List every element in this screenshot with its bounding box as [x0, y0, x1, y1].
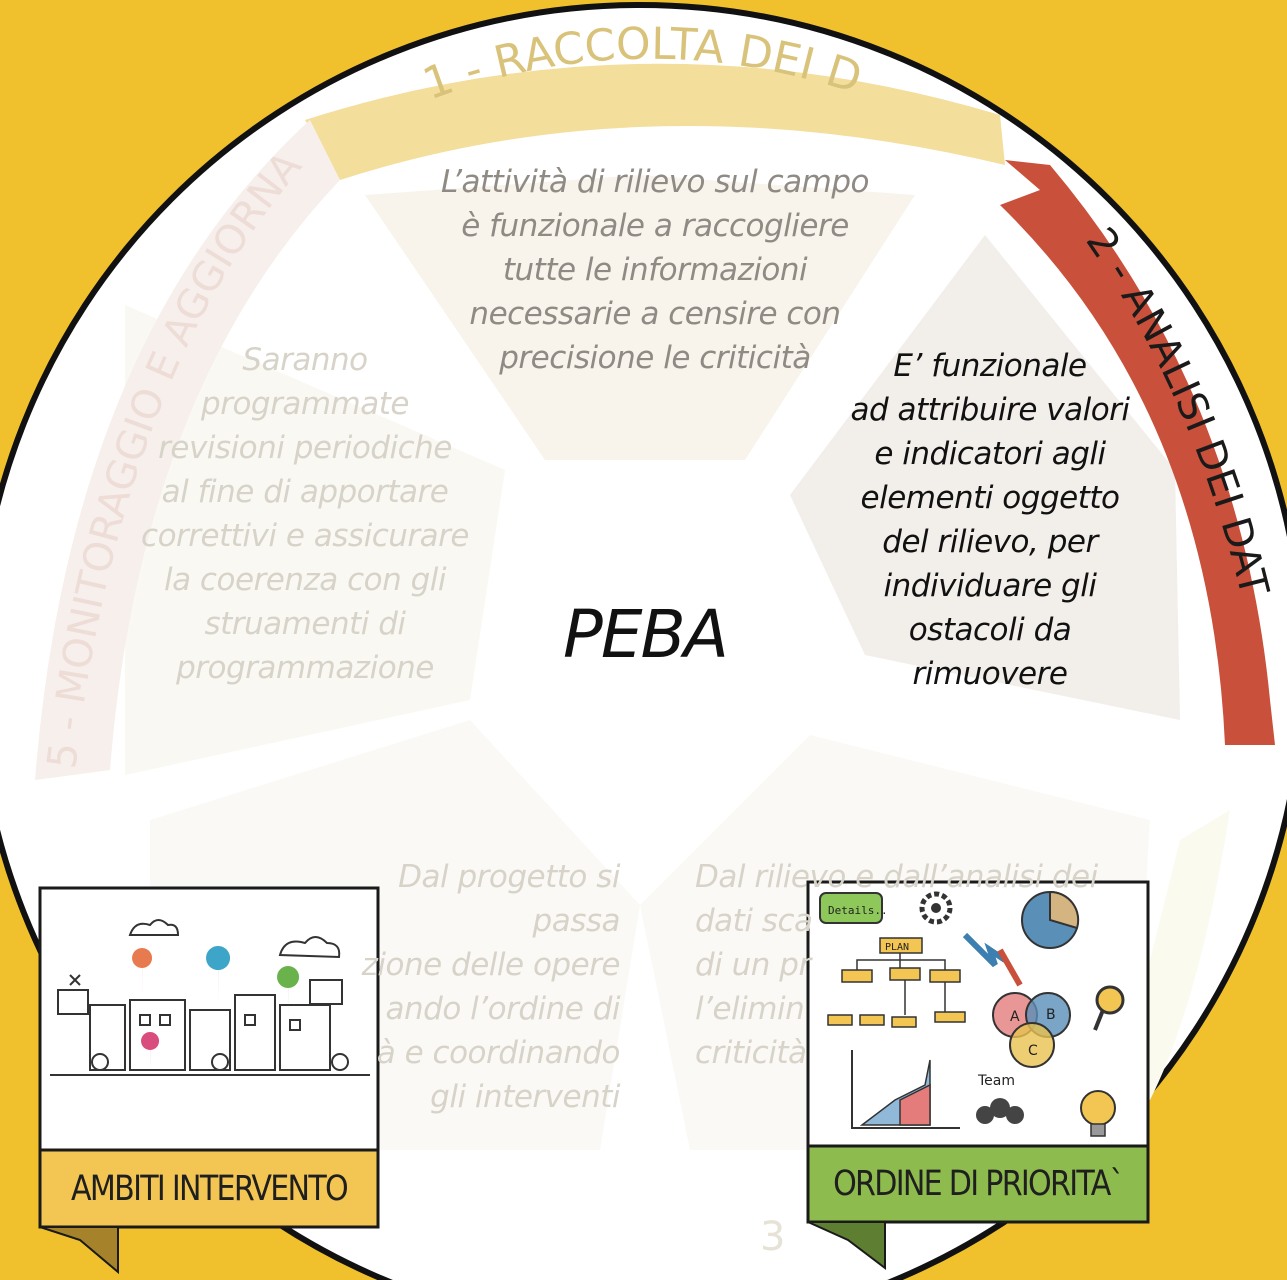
segment-raccolta — [365, 175, 915, 460]
planning-doodles-icon: Details.. PLAN A B C Team — [819, 890, 1125, 1137]
phase4-line: gli interventi — [430, 1079, 620, 1115]
phase4-line: ando l’ordine di — [385, 991, 621, 1027]
venn-label-b: B — [1046, 1007, 1056, 1023]
phase3-description: Dal rilievo e dall’analisi dei dati sca … — [695, 855, 1115, 1075]
phase5-line: la coerenza con gli — [163, 562, 447, 598]
phase5-line: struamenti di — [204, 606, 406, 642]
phase2-line: e indicatori agli — [874, 436, 1106, 472]
phase1-line: è funzionale a raccogliere — [461, 208, 849, 244]
ambiti-card-label: AMBITI INTERVENTO — [71, 1168, 349, 1209]
magnifier-icon — [1095, 985, 1125, 1015]
plan-box-text: PLAN — [885, 942, 909, 953]
venn-label-c: C — [1028, 1043, 1038, 1059]
ambiti-label-bg — [38, 1148, 380, 1229]
details-bubble-text: Details.. — [828, 904, 888, 917]
phase2-line: E’ funzionale — [893, 348, 1087, 384]
phase1-line: necessarie a censire con — [469, 296, 841, 332]
phase2-description: E’ funzionale ad attribuire valori e ind… — [840, 344, 1140, 696]
phase3-line: di un pr — [695, 947, 811, 983]
phase3-line: Dal rilievo e dall’analisi dei — [695, 859, 1098, 895]
center-title: PEBA — [563, 596, 729, 673]
phase5-line: programmazione — [176, 650, 434, 686]
phase5-line: al fine di apportare — [161, 474, 449, 510]
phase2-line: individuare gli — [883, 568, 1097, 604]
phase2-line: elementi oggetto — [860, 480, 1120, 516]
city-sketch-icon — [50, 919, 370, 1076]
phase5-description: Saranno programmate revisioni periodiche… — [140, 338, 470, 690]
team-people-icon — [990, 1098, 1010, 1118]
phase4-line: Dal progetto si passa — [398, 859, 620, 939]
phase3-line: l’elimin — [695, 991, 805, 1027]
team-label: Team — [977, 1073, 1015, 1089]
gear-icon — [919, 891, 953, 925]
phase4-description: Dal progetto si passa zione delle opere … — [310, 855, 621, 1119]
phase2-line: rimuovere — [912, 656, 1068, 692]
phase2-band — [1000, 160, 1275, 745]
phase1-band — [305, 63, 1005, 180]
phase5-band — [35, 120, 340, 780]
phase3-line: dati sca — [695, 903, 813, 939]
phase3-line: criticità — [695, 1035, 807, 1071]
phase5-line: programmate — [201, 386, 409, 422]
phase3-label: 3 — [760, 1214, 785, 1260]
ambiti-ribbon-tail — [39, 1226, 119, 1275]
phase2-line: del rilievo, per — [882, 524, 1098, 560]
phase4-line: zione delle opere — [361, 947, 621, 983]
phase5-line: Saranno — [242, 342, 368, 378]
priorita-ribbon-tail — [807, 1221, 886, 1271]
priorita-card-label: ORDINE DI PRIORITA` — [833, 1164, 1125, 1204]
phase4-line: à e coordinando — [376, 1035, 621, 1071]
map-pin-icons — [132, 946, 300, 1072]
phase5-line: correttivi e assicurare — [141, 518, 469, 554]
phase1-line: L’attività di rilievo sul campo — [440, 164, 870, 200]
priorita-label-bg — [806, 1144, 1150, 1224]
center-hub — [520, 520, 760, 760]
venn-label-a: A — [1010, 1009, 1020, 1025]
phase1-line: precisione le criticità — [499, 340, 811, 376]
line-chart-doodle — [851, 1050, 960, 1129]
phase2-line: ostacoli da — [908, 612, 1072, 648]
phase5-line: revisioni periodiche — [158, 430, 452, 466]
segment-monitoraggio — [125, 305, 505, 775]
phase2-line: ad attribuire valori — [850, 392, 1130, 428]
lightbulb-icon — [1080, 1090, 1116, 1126]
segment-analisi — [790, 235, 1180, 720]
phase1-description: L’attività di rilievo sul campo è funzio… — [430, 160, 880, 380]
phase1-line: tutte le informazioni — [502, 252, 808, 288]
